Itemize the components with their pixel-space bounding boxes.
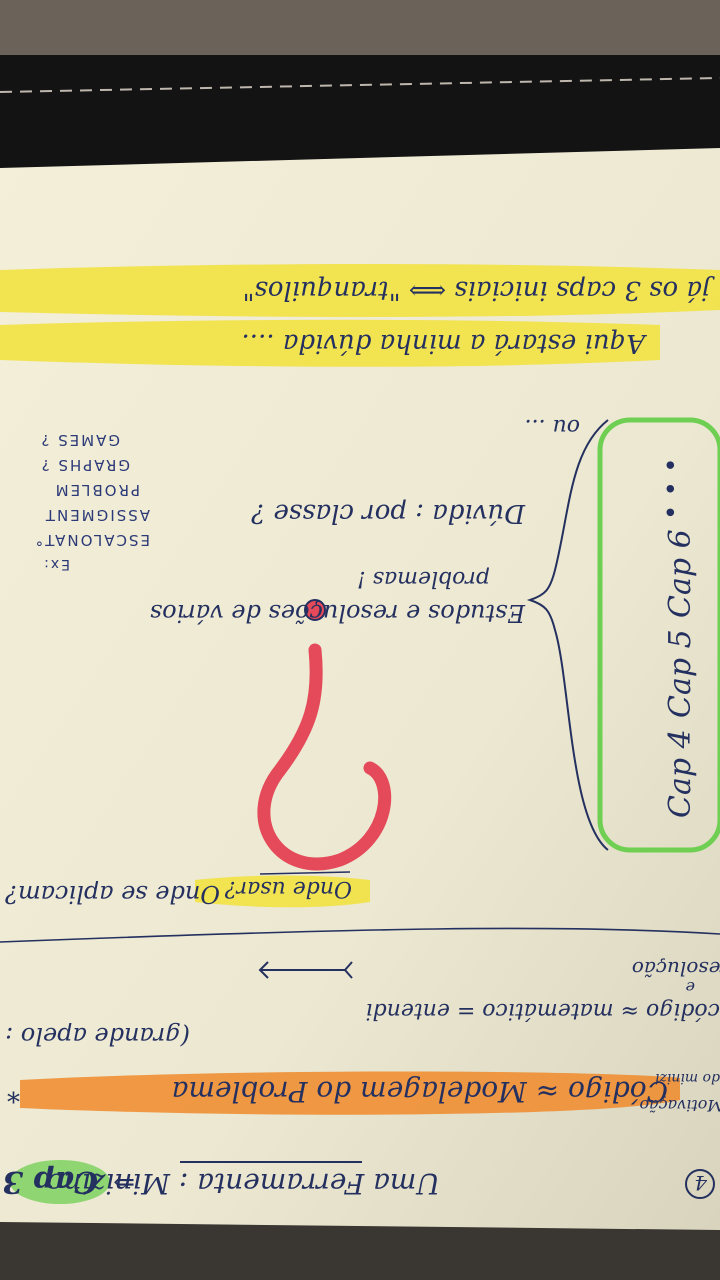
page-number: 4 bbox=[694, 1171, 708, 1195]
example-1: ESCALONAT° bbox=[34, 531, 150, 549]
examples-label: Ex: bbox=[42, 556, 70, 572]
example-5: GAMES ? bbox=[39, 431, 120, 449]
caps-dots: • • • bbox=[657, 457, 687, 520]
cap3-highlight bbox=[10, 1160, 110, 1204]
section-divider bbox=[0, 927, 720, 943]
question-mark-icon bbox=[257, 643, 392, 871]
small-e: e bbox=[686, 978, 695, 997]
footer-line-2: já os 3 caps iniciais ⟺ "tranquilos" bbox=[243, 275, 715, 305]
cap5-label: Cap 5 bbox=[663, 629, 698, 718]
onde-usar-highlight bbox=[195, 875, 370, 908]
side-note-1: (Motivação bbox=[639, 1096, 720, 1115]
footer-line-1: Aqui estará a minha dúvida .... bbox=[242, 328, 647, 358]
estudos-line-1: Estudos e resoluções de vários bbox=[150, 599, 526, 627]
binder-edge bbox=[0, 55, 720, 170]
duvida-line: Dúvida : por classe ? bbox=[250, 498, 526, 528]
side-note-2: do minizi bbox=[655, 1070, 720, 1086]
resolucao-arrowhead bbox=[343, 961, 353, 979]
onde-usar: Onde usar? bbox=[225, 876, 352, 901]
binder-stitching bbox=[0, 77, 720, 93]
notebook-page bbox=[0, 148, 720, 1230]
star-mark: * bbox=[7, 1077, 20, 1107]
apelo-line-3: resolução bbox=[632, 957, 720, 981]
apelo-line-2: código ≈ matemático = entendi bbox=[366, 998, 720, 1023]
caps-green-box bbox=[597, 417, 720, 853]
heading-arrow: ⇒ bbox=[113, 1167, 135, 1197]
example-2: ASSIGMENT bbox=[44, 506, 150, 524]
onde-se-aplicam: Onde se aplicam? bbox=[5, 880, 220, 908]
codigo-highlight bbox=[20, 1071, 680, 1115]
question-mark-dot bbox=[304, 599, 326, 621]
codigo-line: Código ≈ Modelagem do Problema bbox=[172, 1075, 668, 1108]
resolucao-arrowtail bbox=[258, 961, 269, 979]
onde-usar-underline bbox=[259, 871, 351, 875]
estudos-line-2: problemas ! bbox=[357, 566, 490, 591]
footer-highlight-1 bbox=[0, 319, 660, 367]
caps-brace bbox=[526, 419, 609, 851]
example-4: GRAPHS ? bbox=[40, 456, 130, 474]
example-3: PROBLEM bbox=[54, 481, 140, 499]
heading-cap3: Cap 3 bbox=[2, 1164, 98, 1199]
page-number-circle bbox=[685, 1169, 715, 1199]
apelo-line-1: (grande apelo : bbox=[5, 1022, 190, 1050]
ou-line: ou ... bbox=[525, 414, 580, 439]
heading-title: Uma Ferramenta : Minizinc bbox=[48, 1167, 440, 1200]
cap6-label: Cap 6 bbox=[663, 529, 698, 618]
footer-highlight-2 bbox=[0, 264, 720, 317]
cap4-label: Cap 4 bbox=[663, 729, 698, 818]
